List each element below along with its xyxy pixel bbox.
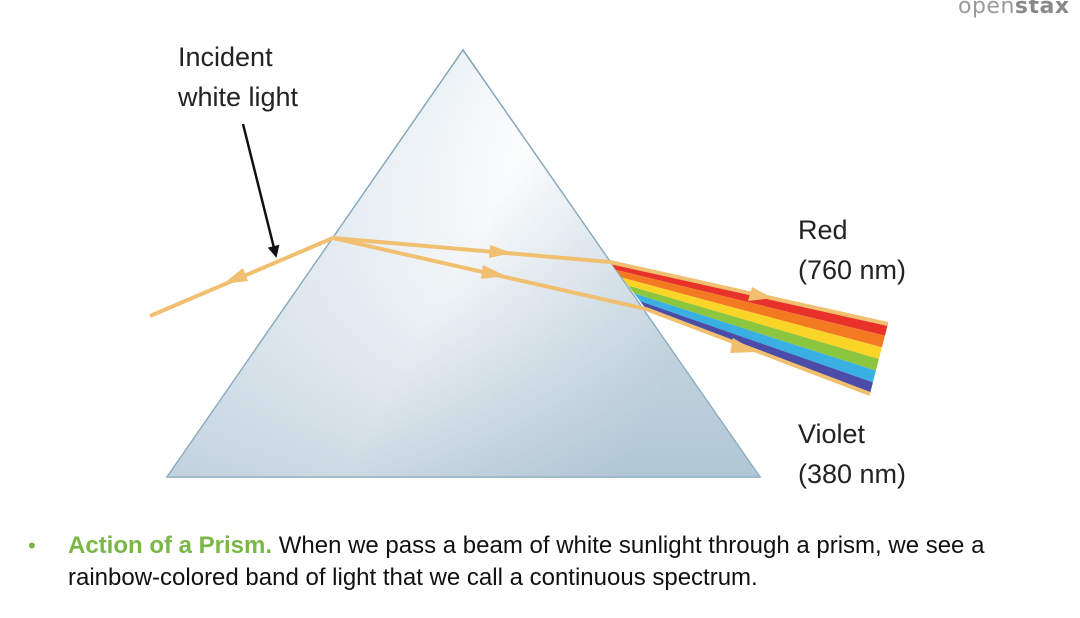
red-label: Red (760 nm) <box>798 210 906 290</box>
incident-label-line1: Incident <box>178 42 273 72</box>
pointer-arrow <box>241 123 280 258</box>
red-label-wavelength: (760 nm) <box>798 255 907 285</box>
incident-label-line2: white light <box>178 82 299 112</box>
spectrum-stripe <box>628 285 879 371</box>
incident-ray-arrowhead <box>223 268 248 284</box>
refracted-ray-violet-arrowhead <box>481 265 506 279</box>
exit-ray-red-arrowhead <box>748 287 773 301</box>
spectrum-stripe <box>616 269 885 348</box>
logo-part-light: open <box>958 0 1015 19</box>
violet-label-wavelength: (380 nm) <box>798 459 907 489</box>
bullet-text: Action of a Prism. When we pass a beam o… <box>68 530 1058 594</box>
spectrum-stripe <box>634 293 876 383</box>
exit-ray-violet <box>645 307 871 396</box>
exit-ray-violet-arrowhead <box>730 338 757 353</box>
refracted-ray-red <box>332 236 611 264</box>
spectrum-stripe <box>622 277 882 359</box>
violet-label: Violet (380 nm) <box>798 414 906 494</box>
openstax-logo: openstax <box>958 0 1070 19</box>
bullet-body: When we pass a beam of white sunlight th… <box>68 532 985 591</box>
bullet-icon: • <box>28 533 36 558</box>
incident-light-label: Incident white light <box>178 37 298 117</box>
spectrum-stripe <box>640 301 873 394</box>
prism-shading <box>167 50 760 477</box>
bullet-point: • Action of a Prism. When we pass a beam… <box>28 530 1058 594</box>
red-label-name: Red <box>798 215 848 245</box>
exit-ray-red <box>609 260 889 326</box>
refracted-ray-red-arrowhead <box>489 245 512 258</box>
prism-diagram <box>149 48 889 478</box>
bullet-heading: Action of a Prism. <box>68 532 273 559</box>
logo-part-bold: stax <box>1014 0 1070 19</box>
violet-label-name: Violet <box>798 419 866 449</box>
